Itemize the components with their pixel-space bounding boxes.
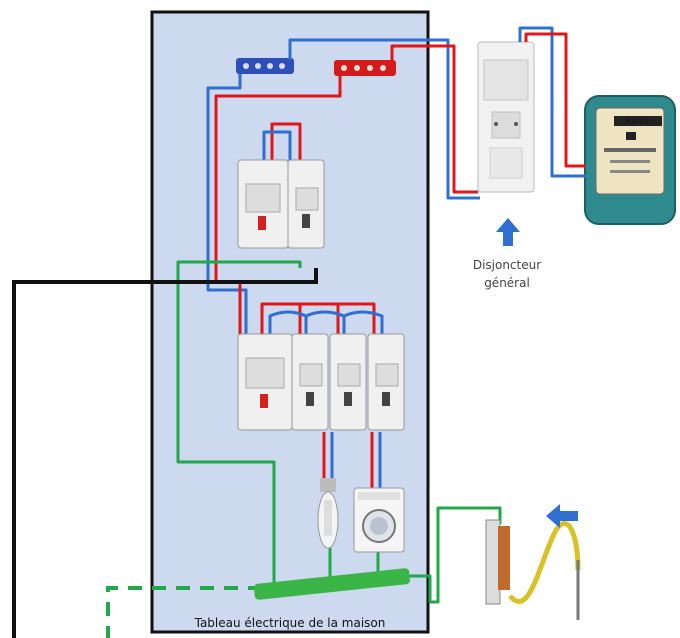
live-feed-wire <box>390 44 478 194</box>
lower-blue-comb <box>268 310 384 334</box>
electric-meter-icon <box>584 95 676 225</box>
breaker-label-line1: Disjoncteur <box>472 258 542 272</box>
arrow-left-icon <box>546 504 578 528</box>
live-busbar <box>334 60 396 76</box>
upper-breaker <box>287 159 325 249</box>
lower-breaker-2 <box>329 333 367 431</box>
neutral-feed-wire <box>288 38 480 200</box>
lightbulb-icon <box>317 478 339 549</box>
upper-differential-breaker <box>237 159 289 249</box>
lower-breaker-1 <box>291 333 329 431</box>
arrow-up-icon <box>496 218 520 246</box>
lower-breaker-3 <box>367 333 405 431</box>
neutral-busbar <box>236 58 294 74</box>
live-to-upper <box>214 76 342 334</box>
meter-neutral-wire <box>518 26 586 178</box>
earth-rod <box>485 519 581 620</box>
earth-wire-main <box>176 260 302 590</box>
dashed-earth-link <box>106 586 262 638</box>
washing-machine-icon <box>353 487 405 553</box>
earth-terminal-bar <box>253 568 411 600</box>
panel-title: Tableau électrique de la maison <box>194 616 386 630</box>
lower-differential-breaker <box>237 333 293 431</box>
meter-live-wire <box>524 32 586 168</box>
breaker-label-line2: général <box>484 276 530 290</box>
neutral-to-upper <box>206 74 248 334</box>
main-breaker <box>477 41 535 193</box>
earth-wire-rod <box>406 506 502 604</box>
upper-loop-red <box>270 122 302 160</box>
external-black-wire <box>12 268 318 638</box>
meter-display: 01234 <box>626 118 650 125</box>
upper-loop-blue <box>262 130 292 160</box>
lower-red-comb <box>260 302 376 334</box>
